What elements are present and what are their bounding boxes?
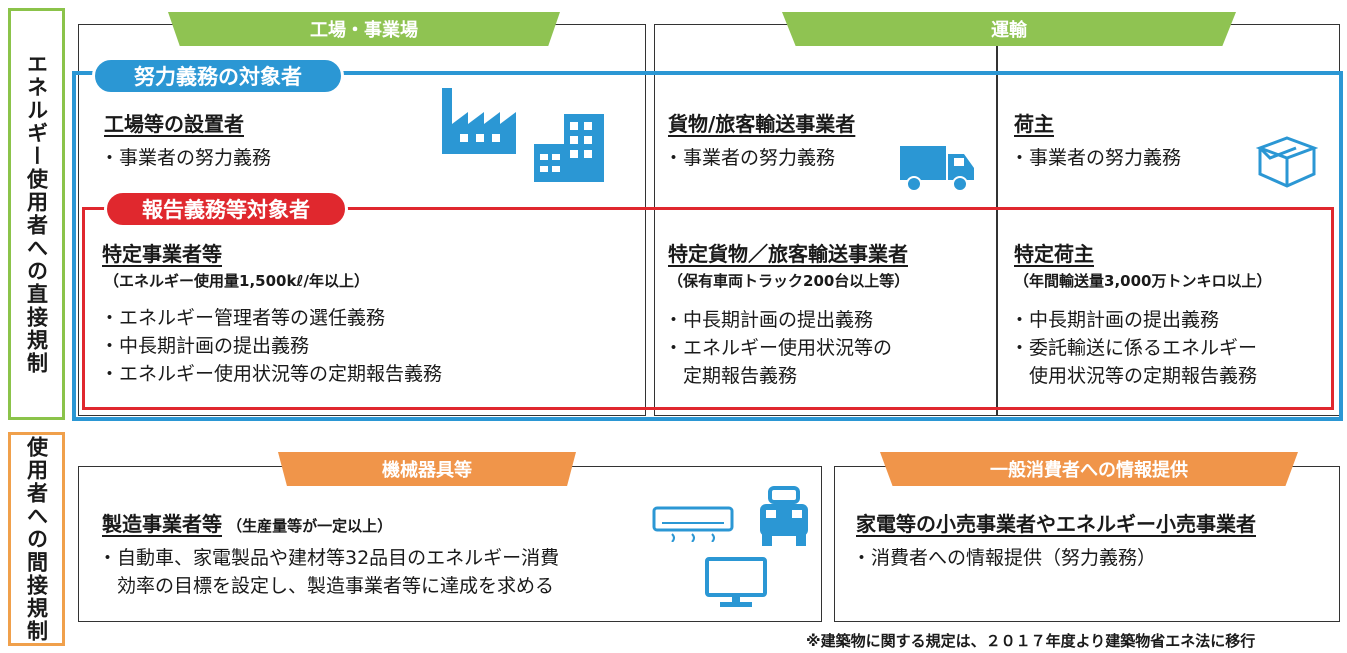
shipper-report-sub: （年間輸送量3,000万トンキロ以上）	[1014, 272, 1272, 290]
shipper-report-list: ・中長期計画の提出義務 ・委託輸送に係るエネルギー 使用状況等の定期報告義務	[1010, 306, 1257, 390]
tab-transport: 運輸	[782, 12, 1236, 46]
direct-regulation-label: エネルギー使用者への直接規制	[8, 8, 65, 420]
appliances-list: ・自動車、家電製品や建材等32品目のエネルギー消費 効率の目標を設定し、製造事業…	[98, 544, 559, 600]
building-icon	[534, 114, 604, 182]
effort-obligation-pill: 努力義務の対象者	[92, 57, 344, 95]
effort-obligation-pill-label: 努力義務の対象者	[134, 65, 302, 89]
carrier-report-sub: （保有車両トラック200台以上等）	[668, 272, 910, 290]
air-conditioner-icon	[652, 506, 734, 542]
transport-divider	[996, 44, 998, 416]
carrier-effort-item: ・事業者の努力義務	[664, 147, 836, 169]
tab-appliances-label: 機械器具等	[382, 460, 472, 481]
consumers-heading: 家電等の小売事業者やエネルギー小売事業者	[856, 512, 1256, 536]
shipper-report-heading: 特定荷主	[1014, 242, 1094, 266]
tab-appliances: 機械器具等	[278, 452, 576, 486]
factory-icon	[442, 88, 516, 154]
tab-factory: 工場・事業場	[168, 12, 560, 46]
factory-report-list: ・エネルギー管理者等の選任義務 ・中長期計画の提出義務 ・エネルギー使用状況等の…	[100, 304, 442, 388]
list-item: ・中長期計画の提出義務	[1010, 309, 1220, 331]
tab-consumers: 一般消費者への情報提供	[880, 452, 1298, 486]
factory-report-sub: （エネルギー使用量1,500kℓ/年以上）	[104, 272, 369, 290]
factory-effort-heading: 工場等の設置者	[104, 112, 244, 136]
report-obligation-pill: 報告義務等対象者	[104, 190, 348, 228]
factory-report-heading: 特定事業者等	[102, 242, 222, 266]
shipper-effort-heading: 荷主	[1014, 112, 1054, 136]
carrier-effort-heading: 貨物/旅客輸送事業者	[668, 112, 856, 136]
indirect-regulation-label: 使用者への間接規制	[8, 432, 65, 646]
list-item: ・エネルギー使用状況等の	[664, 337, 893, 359]
list-item: 定期報告義務	[664, 365, 798, 387]
shipper-effort-item: ・事業者の努力義務	[1010, 147, 1182, 169]
indirect-regulation-text: 使用者への間接規制	[24, 435, 49, 643]
footnote: ※建築物に関する規定は、２０１７年度より建築物省エネ法に移行	[806, 632, 1256, 650]
truck-icon	[900, 146, 974, 192]
list-item: ・エネルギー使用状況等の定期報告義務	[100, 363, 443, 385]
tab-factory-label: 工場・事業場	[310, 20, 418, 41]
report-obligation-box	[82, 207, 1334, 410]
carrier-report-heading: 特定貨物／旅客輸送事業者	[668, 242, 908, 266]
list-item: 使用状況等の定期報告義務	[1010, 365, 1258, 387]
appliances-heading-row: 製造事業者等 （生産量等が一定以上）	[102, 508, 392, 537]
carrier-report-list: ・中長期計画の提出義務 ・エネルギー使用状況等の 定期報告義務	[664, 306, 892, 390]
box-icon	[1256, 136, 1318, 188]
tab-transport-label: 運輸	[991, 20, 1027, 41]
list-item: ・エネルギー管理者等の選任義務	[100, 307, 386, 329]
consumers-item: ・消費者への情報提供（努力義務）	[852, 547, 1157, 569]
car-icon	[760, 486, 808, 546]
factory-effort-item: ・事業者の努力義務	[100, 147, 272, 169]
report-obligation-pill-label: 報告義務等対象者	[142, 198, 310, 222]
tab-consumers-label: 一般消費者への情報提供	[990, 460, 1188, 481]
direct-regulation-text: エネルギー使用者への直接規制	[24, 53, 49, 375]
appliances-heading: 製造事業者等	[102, 512, 222, 536]
monitor-icon	[705, 557, 767, 607]
list-item: ・委託輸送に係るエネルギー	[1010, 337, 1258, 359]
list-item: ・中長期計画の提出義務	[664, 309, 874, 331]
list-item: ・中長期計画の提出義務	[100, 335, 310, 357]
list-item: ・自動車、家電製品や建材等32品目のエネルギー消費	[98, 547, 560, 569]
appliances-heading-sub: （生産量等が一定以上）	[227, 517, 393, 535]
effort-obligation-box	[72, 71, 1343, 421]
list-item: 効率の目標を設定し、製造事業者等に達成を求める	[98, 575, 555, 597]
